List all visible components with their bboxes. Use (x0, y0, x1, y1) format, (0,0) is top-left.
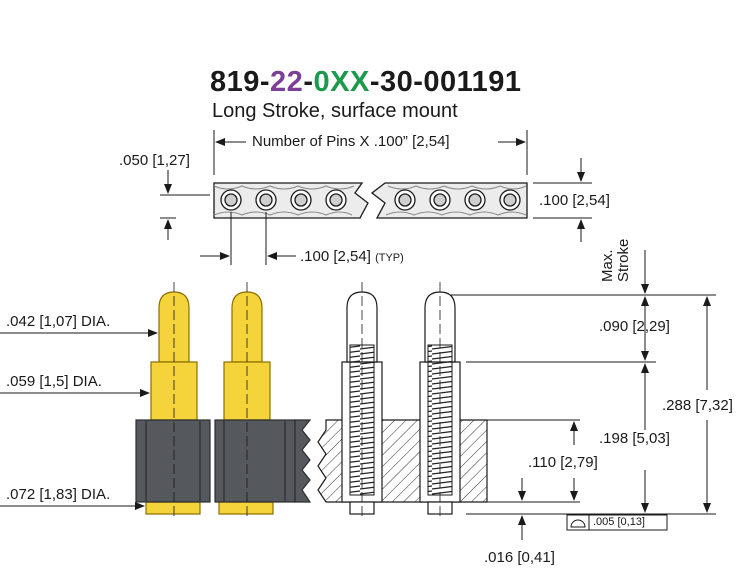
body-dim-label: .198 [5,03] (599, 430, 670, 447)
pins-label: Number of Pins X .100” [2,54] (252, 133, 450, 150)
flatness-symbol-icon (570, 519, 586, 528)
max-stroke-line-2: Stroke (615, 238, 632, 282)
part-sep: - (303, 66, 314, 98)
part-suffix: -30-001191 (369, 66, 522, 98)
insulator-1 (135, 419, 211, 503)
flatness-value: .005 [0,13] (593, 516, 645, 528)
diameter-leaders (0, 329, 158, 510)
tip-dia-label: .042 [1,07] DIA. (6, 313, 111, 330)
section-view (317, 282, 488, 520)
body-dia-label: .059 [1,5] DIA. (6, 373, 102, 390)
part-prefix: 819- (210, 66, 271, 98)
pin-1-base (145, 501, 201, 515)
pitch-value: .100 [2,54] (300, 248, 371, 265)
insulator-break (294, 419, 312, 503)
strip-view (160, 130, 592, 265)
insulator-2 (214, 419, 296, 503)
overall-dim-label: .288 [7,32] (662, 397, 733, 414)
edge-dim-label: .050 [1,27] (119, 152, 190, 169)
part-code-a: 22 (270, 66, 304, 98)
part-subtitle: Long Stroke, surface mount (212, 100, 458, 122)
flatness-callout (566, 514, 668, 531)
pitch-note: (TYP) (375, 252, 404, 264)
max-stroke-line-1: Max. (599, 249, 616, 282)
strip-pin-circles (220, 189, 521, 211)
pin-2-base (218, 501, 274, 515)
pitch-dim-label: .100 [2,54] (TYP) (300, 248, 404, 265)
max-stroke-label: Max. Stroke (599, 238, 632, 282)
gold-pins-view (135, 282, 312, 520)
stroke-dim-label: .090 [2,29] (599, 318, 670, 335)
vertical-dimensions (450, 250, 716, 540)
base-dia-label: .072 [1,83] DIA. (6, 486, 111, 503)
height-dim-label: .100 [2,54] (539, 192, 610, 209)
base-dim-label: .016 [0,41] (484, 549, 555, 566)
part-code-b: 0XX (313, 66, 370, 98)
part-number-title: 819-22-0XX-30-001191 (210, 66, 522, 99)
insulator-dim-label: .110 [2,79] (528, 454, 598, 471)
